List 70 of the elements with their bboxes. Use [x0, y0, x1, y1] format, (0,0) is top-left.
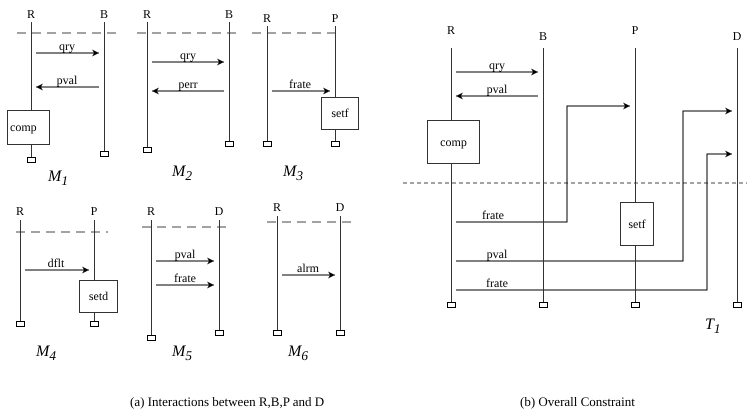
lifeline-name: R — [262, 12, 272, 25]
lifeline — [224, 8, 234, 148]
lifeline-name: D — [335, 201, 345, 214]
lifeline — [272, 201, 282, 337]
lifeline — [262, 12, 272, 148]
message-label: pval — [56, 74, 78, 86]
message-label: frate — [485, 277, 509, 289]
subfigure-caption: (b) Overall Constraint — [520, 394, 635, 410]
lifeline-name: B — [224, 8, 234, 21]
lifeline-name: P — [330, 12, 340, 25]
message-arrow — [456, 108, 732, 262]
chart-name: M$_{5}$ — [172, 343, 192, 364]
lifeline-name: P — [90, 205, 98, 218]
action-label: setf — [331, 107, 349, 120]
action-box — [427, 120, 480, 164]
message-arrow — [456, 92, 538, 100]
action-box — [79, 280, 118, 313]
lifeline-name: R — [142, 8, 152, 21]
action-label: setf — [628, 218, 646, 230]
message-arrow — [456, 150, 732, 290]
message-label: pval — [486, 248, 508, 260]
lifeline — [335, 201, 345, 337]
lifeline-name: D — [214, 205, 224, 218]
lifeline — [15, 205, 25, 328]
lifeline — [538, 30, 548, 309]
chart-name: M$_{4}$ — [36, 343, 56, 364]
lifeline-name: R — [446, 24, 456, 37]
action-label: comp — [440, 136, 467, 148]
subfigure-caption: (a) Interactions between R,B,P and D — [130, 394, 324, 410]
lifeline — [146, 205, 156, 342]
message-arrow — [456, 102, 630, 222]
chart-name: M$_{3}$ — [283, 163, 303, 184]
chart-name: T$_{1}$ — [705, 316, 721, 338]
lifeline-name: R — [272, 201, 282, 214]
message-label: frate — [288, 78, 312, 90]
message-arrow — [152, 58, 224, 66]
message-arrow — [156, 282, 214, 288]
message-arrow — [156, 258, 214, 264]
action-label: comp — [10, 121, 37, 134]
lifeline-name: R — [15, 205, 25, 218]
lifeline — [99, 8, 109, 158]
lifeline — [214, 205, 224, 337]
lifeline — [142, 8, 152, 154]
message-label: frate — [173, 272, 197, 284]
lifeline-name: R — [26, 8, 36, 21]
action-label: setd — [88, 290, 108, 303]
message-arrow — [456, 68, 538, 76]
message-label: pval — [174, 248, 196, 260]
message-arrow — [24, 266, 90, 274]
message-arrow — [282, 272, 336, 278]
message-label: dflt — [46, 257, 66, 269]
chart-name: M$_{1}$ — [48, 168, 68, 190]
chart-name: M$_{6}$ — [288, 343, 308, 364]
action-box — [7, 110, 50, 145]
lifeline-name: R — [146, 205, 156, 218]
message-arrow — [152, 88, 224, 94]
message-arrow — [272, 88, 330, 94]
message-label: frate — [481, 209, 505, 221]
chart-name: M$_{2}$ — [172, 163, 192, 184]
action-box — [321, 97, 359, 130]
message-arrow — [36, 84, 100, 90]
lifeline-name: D — [732, 30, 742, 43]
message-label: pval — [486, 83, 508, 95]
message-arrow — [36, 50, 100, 56]
action-box — [620, 202, 654, 246]
lifeline — [732, 30, 742, 309]
lifeline-name: B — [538, 30, 548, 43]
lifeline-name: P — [630, 24, 640, 37]
lifeline-name: B — [99, 8, 109, 21]
message-label: alrm — [296, 262, 320, 274]
